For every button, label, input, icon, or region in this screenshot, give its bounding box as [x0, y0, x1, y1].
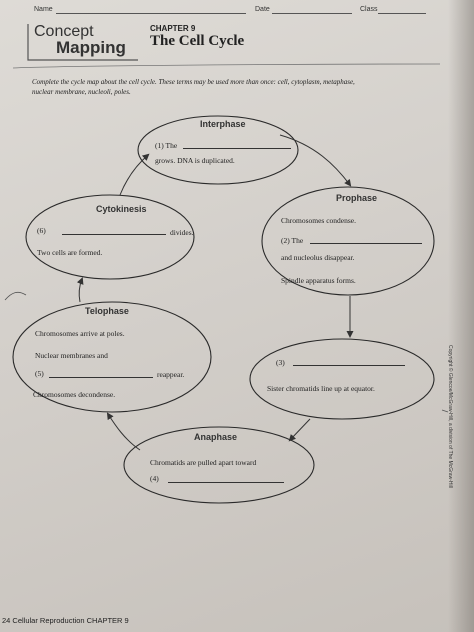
cytokinesis-line1: (6)	[37, 226, 46, 235]
anaphase-label: Anaphase	[194, 432, 238, 442]
prophase-line2: (2) The	[281, 236, 304, 245]
date-label: Date	[255, 6, 270, 13]
cytokinesis-label: Cytokinesis	[96, 204, 147, 214]
cytokinesis-line2: Two cells are formed.	[37, 248, 103, 257]
name-label: Name	[34, 6, 53, 13]
instructions: Complete the cycle map about the cell cy…	[32, 78, 355, 96]
blank-3[interactable]	[293, 365, 405, 366]
blank-6[interactable]	[62, 234, 166, 235]
anaphase-line1: Chromatids are pulled apart toward	[150, 458, 257, 467]
class-label: Class	[360, 6, 378, 13]
anaphase-ellipse	[123, 426, 315, 504]
copyright-sidebar: Copyright © Glencoe/McGraw-Hill, a divis…	[447, 345, 453, 488]
telophase-ellipse	[12, 301, 212, 413]
interphase-ellipse	[137, 115, 299, 185]
logo-concept: Concept	[34, 23, 94, 40]
prophase-label: Prophase	[336, 193, 378, 203]
anaphase-line2: (4)	[150, 474, 159, 483]
telophase-line2: Nuclear membranes and	[35, 351, 108, 360]
prophase-line1: Chromosomes condense.	[281, 216, 356, 225]
prophase-line4: Spindle apparatus forms.	[281, 276, 356, 285]
blank-2[interactable]	[310, 243, 422, 244]
logo-mapping: Mapping	[56, 38, 126, 57]
arrow-cytokinesis-interphase	[119, 153, 150, 196]
class-line	[378, 13, 426, 14]
blank-5[interactable]	[49, 377, 153, 378]
chapter-title: The Cell Cycle	[150, 33, 245, 49]
prophase-line3: and nucleolus disappear.	[281, 253, 355, 262]
cytokinesis-line1b: divides.	[170, 228, 194, 237]
telophase-line1: Chromosomes arrive at poles.	[35, 329, 125, 338]
chapter-label: CHAPTER 9	[150, 24, 196, 33]
interphase-label: Interphase	[200, 119, 246, 129]
name-line	[56, 13, 246, 14]
metaphase-line1: (3)	[276, 358, 285, 367]
blank-4[interactable]	[168, 482, 284, 483]
metaphase-ellipse	[249, 338, 435, 420]
date-line	[272, 13, 352, 14]
blank-1[interactable]	[183, 148, 291, 149]
arrow-metaphase-anaphase	[288, 418, 311, 442]
arrow-interphase-prophase	[279, 134, 352, 187]
telophase-line3b: reappear.	[157, 370, 185, 379]
interphase-line1: (1) The	[155, 141, 178, 150]
telophase-line4: Chromosomes decondense.	[33, 390, 116, 399]
page-shadow	[448, 0, 474, 632]
telophase-line3: (5)	[35, 369, 44, 378]
interphase-line2: grows. DNA is duplicated.	[155, 156, 235, 165]
metaphase-line2: Sister chromatids line up at equator.	[267, 384, 375, 393]
cytokinesis-ellipse	[25, 194, 195, 280]
arrow-anaphase-telophase	[106, 412, 141, 451]
telophase-label: Telophase	[85, 306, 129, 316]
page-footer: 24 Cellular Reproduction CHAPTER 9	[2, 616, 129, 625]
arrow-telophase-cytokinesis	[76, 277, 84, 303]
prophase-ellipse	[261, 186, 435, 296]
